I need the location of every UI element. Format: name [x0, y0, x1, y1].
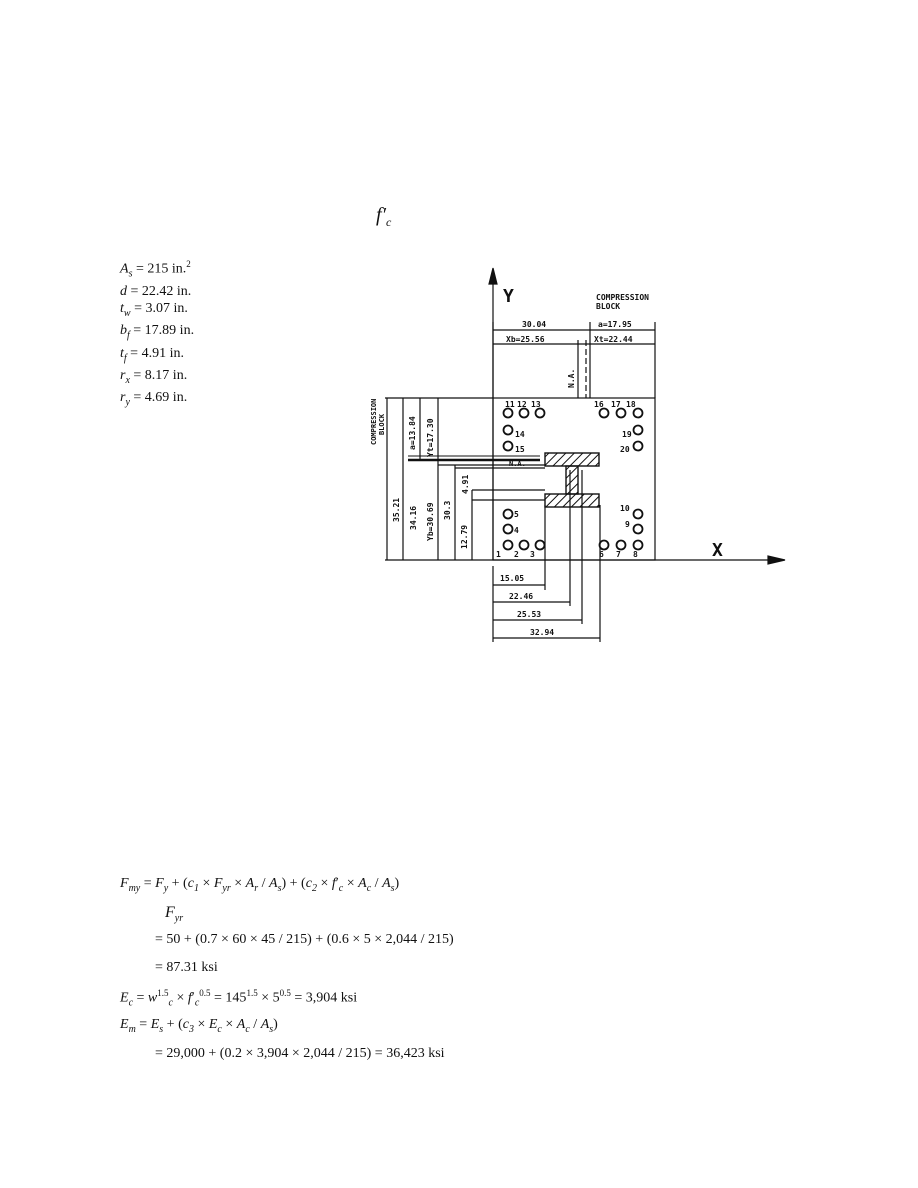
dim-total-top: 30.04 — [522, 320, 546, 329]
property-row: tw = 3.07 in. — [120, 301, 188, 320]
na-vertical-label: N.A. — [567, 369, 576, 388]
concrete-outline — [492, 397, 656, 561]
dim-34-16: 34.16 — [409, 506, 418, 530]
property-row: tf = 4.91 in. — [120, 345, 184, 364]
bar-7: 7 — [616, 550, 621, 559]
property-row: ry = 4.69 in. — [120, 390, 188, 408]
dim-yb: Yb=30.69 — [426, 502, 435, 541]
fc-symbol: f′c — [376, 204, 392, 229]
y-axis-arrow — [488, 267, 498, 285]
compression-block-top-1: COMPRESSION — [596, 293, 649, 302]
bar-4: 4 — [514, 526, 519, 535]
bar-19: 19 — [622, 430, 632, 439]
bar-18: 18 — [626, 400, 636, 409]
axis-y-label: Y — [503, 286, 514, 307]
compression-block-side-1: COMPRESSION — [370, 399, 378, 445]
bar-17: 17 — [611, 400, 621, 409]
dim-bottom-4: 32.94 — [530, 628, 554, 637]
property-row: bf = 17.89 in. — [120, 323, 195, 342]
compression-block-top-2: BLOCK — [596, 302, 620, 311]
dim-bottom-3: 25.53 — [517, 610, 541, 619]
steel-i-section — [544, 452, 600, 508]
bar-16: 16 — [594, 400, 604, 409]
axis-x-label: X — [712, 540, 723, 561]
dim-35-21: 35.21 — [392, 498, 401, 522]
equation-fmy-result: = 87.31 ksi — [155, 960, 218, 975]
bar-8: 8 — [633, 550, 638, 559]
bar-9: 9 — [625, 520, 630, 529]
bar-3: 3 — [530, 550, 535, 559]
dim-yt: Yt=17.30 — [426, 418, 435, 457]
bar-1: 1 — [496, 550, 501, 559]
bar-12: 12 — [517, 400, 527, 409]
bar-14: 14 — [515, 430, 525, 439]
composite-section-drawing: Y X COMPRESSION BLOCK 30.04 a=17.95 Xb=2… — [370, 267, 786, 642]
property-row: rx = 8.17 in. — [120, 367, 188, 386]
bar-13: 13 — [531, 400, 541, 409]
bar-11: 11 — [505, 400, 515, 409]
dim-xt: Xt=22.44 — [594, 335, 633, 344]
bar-2: 2 — [514, 550, 519, 559]
bar-10: 10 — [620, 504, 630, 513]
equation-fmy-substituted: = 50 + (0.7 × 60 × 45 / 215) + (0.6 × 5 … — [155, 932, 454, 947]
equation-ec: Ec = w1.5c × f′c0.5 = 1451.5 × 50.5 = 3,… — [120, 988, 358, 1009]
equation-fmy: Fmy = Fy + (c1 × Fyr × Ar / As) + (c2 × … — [120, 876, 400, 894]
bar-6: 6 — [599, 550, 604, 559]
equation-em-result: = 29,000 + (0.2 × 3,904 × 2,044 / 215) =… — [155, 1046, 445, 1061]
bar-15: 15 — [515, 445, 525, 454]
dim-bottom-2: 22.46 — [509, 592, 533, 601]
dim-12-79: 12.79 — [460, 525, 469, 549]
compression-block-side-2: BLOCK — [378, 413, 386, 435]
equation-em: Em = Es + (c3 × Ec × Ac / As) — [120, 1017, 278, 1035]
symbol-fyr: Fyr — [165, 904, 184, 925]
dim-30-3: 30.3 — [443, 501, 452, 520]
bar-20: 20 — [620, 445, 630, 454]
na-horizontal-label: N.A. — [509, 460, 526, 468]
dim-bottom-1: 15.05 — [500, 574, 524, 583]
property-row: d = 22.42 in. — [120, 283, 192, 299]
dim-xb: Xb=25.56 — [506, 335, 545, 344]
section-properties: As = 215 in.2 d = 22.42 in. tw = 3.07 in. b… — [120, 256, 194, 411]
property-row: As = 215 in.2 — [120, 259, 191, 280]
dim-4-91: 4.91 — [461, 475, 470, 494]
dim-a-side: a=13.84 — [408, 416, 417, 450]
rebars — [502, 407, 644, 551]
dim-a-top: a=17.95 — [598, 320, 632, 329]
bar-5: 5 — [514, 510, 519, 519]
x-axis-arrow — [767, 555, 786, 565]
